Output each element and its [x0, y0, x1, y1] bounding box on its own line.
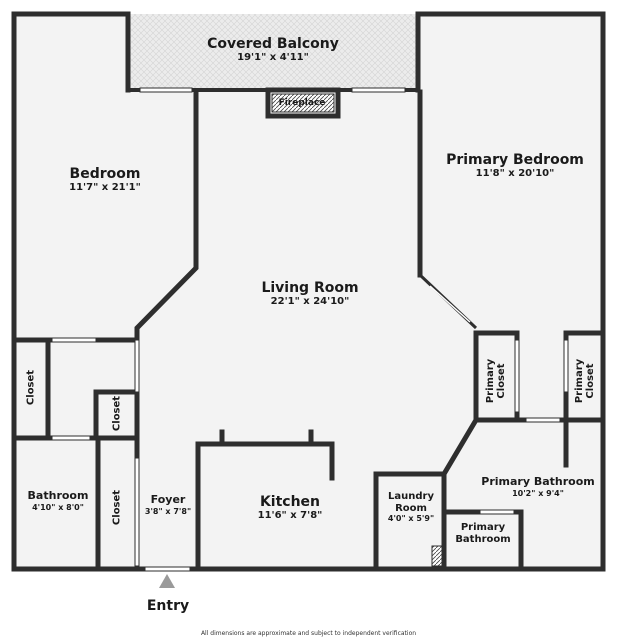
- window-foyer-lower: [134, 457, 140, 567]
- balcony-dims: 19'1" x 4'11": [237, 52, 309, 64]
- kitchen-name: Kitchen: [259, 494, 321, 510]
- foyer-name: Foyer: [150, 493, 186, 506]
- window-closet-inner: [514, 339, 520, 413]
- window-balcony-left: [139, 87, 193, 93]
- entry-arrow-icon: [159, 574, 175, 588]
- living-room-name: Living Room: [261, 280, 359, 296]
- fireplace-label: Fireplace: [278, 98, 326, 108]
- primary-wc-label: Primary Bathroom: [446, 522, 520, 545]
- laundry-vent: [431, 545, 443, 567]
- wall-kitchen: [195, 441, 335, 569]
- window-balcony-right: [351, 87, 406, 93]
- living-room-dims: 22'1" x 24'10": [270, 296, 350, 308]
- balcony-floor: [128, 14, 418, 90]
- window-primary-wc: [479, 509, 515, 515]
- windows: [51, 87, 569, 567]
- glass-diag-primary: [429, 285, 471, 323]
- bedroom-name: Bedroom: [69, 166, 141, 182]
- window-closet-pr2: [563, 339, 569, 393]
- primary-wc-name: Primary Bathroom: [455, 522, 511, 545]
- fireplace-hatch: [271, 93, 335, 113]
- window-foyer-left: [134, 339, 140, 393]
- bathroom-dims: 4'10" x 8'0": [32, 502, 84, 512]
- closet-inner-label: Closet: [111, 395, 123, 432]
- window-primary-bath: [525, 417, 561, 423]
- wall-outer-top-left: [11, 11, 131, 93]
- primary-bathroom-dims: 10'2" x 9'4": [512, 488, 564, 498]
- foyer-label: Foyer 3'8" x 7'8": [138, 493, 198, 516]
- primary-bathroom-label: Primary Bathroom 10'2" x 9'4": [478, 475, 598, 498]
- wall-outer-top-right: [415, 11, 606, 93]
- window-closet-row: [51, 337, 97, 343]
- wall-bedroom-living: [134, 89, 199, 343]
- primary-closet-1-name: Primary Closet: [485, 358, 507, 404]
- wall-primary-wc: [441, 509, 524, 569]
- laundry-label: Laundry Room 4'0" x 5'9": [380, 491, 442, 523]
- living-room-label: Living Room 22'1" x 24'10": [240, 280, 380, 308]
- closet-foyer-label: Closet: [111, 489, 123, 526]
- kitchen-label: Kitchen 11'6" x 7'8": [230, 494, 350, 522]
- kitchen-dims: 11'6" x 7'8": [257, 510, 323, 522]
- entry-label: Entry: [146, 598, 190, 614]
- primary-closet-2-label: Primary Closet: [574, 351, 596, 411]
- wall-primary-bath-diag: [440, 416, 480, 478]
- entry-door: [144, 566, 191, 572]
- foyer-dims: 3'8" x 7'8": [144, 506, 192, 516]
- closet-left-label: Closet: [25, 369, 37, 406]
- balcony-name: Covered Balcony: [207, 36, 339, 52]
- primary-bedroom-label: Primary Bedroom 11'8" x 20'10": [435, 152, 595, 180]
- window-bath: [51, 435, 91, 441]
- bedroom-label: Bedroom 11'7" x 21'1": [40, 166, 170, 194]
- primary-bedroom-dims: 11'8" x 20'10": [475, 168, 555, 180]
- primary-closet-1-label: Primary Closet: [485, 351, 507, 411]
- primary-closet-2-name: Primary Closet: [574, 358, 596, 404]
- bathroom-name: Bathroom: [27, 489, 89, 502]
- primary-bedroom-name: Primary Bedroom: [446, 152, 584, 168]
- bedroom-dims: 11'7" x 21'1": [69, 182, 141, 194]
- wall-laundry: [373, 471, 447, 569]
- balcony-label: Covered Balcony 19'1" x 4'11": [170, 36, 376, 64]
- laundry-dims: 4'0" x 5'9": [387, 514, 435, 523]
- bathroom-label: Bathroom 4'10" x 8'0": [18, 489, 98, 512]
- laundry-name: Laundry Room: [388, 491, 434, 514]
- footnote: All dimensions are approximate and subje…: [200, 630, 417, 637]
- primary-bathroom-name: Primary Bathroom: [481, 475, 595, 488]
